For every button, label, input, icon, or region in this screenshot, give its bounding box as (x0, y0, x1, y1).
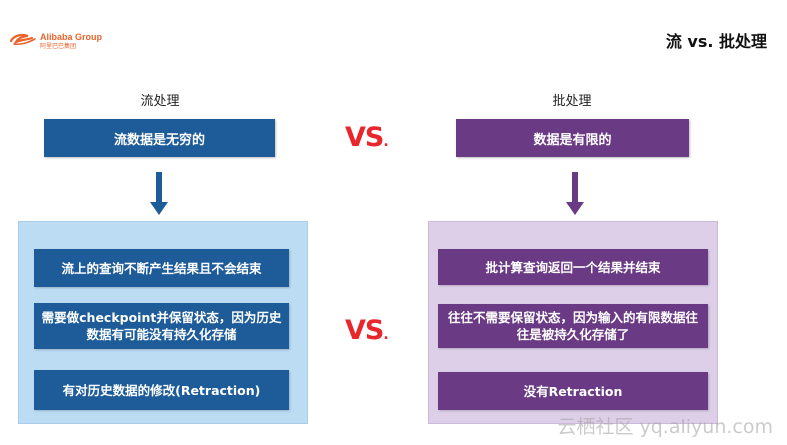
vs-label-middle: VS. (345, 315, 389, 346)
logo-text: Alibaba Group (40, 32, 103, 42)
down-arrow-icon (150, 172, 168, 215)
stream-item-2: 需要做checkpoint并保留状态，因为历史数据有可能没有持久化存储 (34, 303, 289, 349)
stream-processing-heading: 流处理 (140, 94, 180, 109)
down-arrow-icon (566, 172, 584, 215)
batch-item-1: 批计算查询返回一个结果并结束 (438, 249, 708, 285)
vs-text: VS (345, 315, 384, 346)
batch-item-3: 没有Retraction (438, 372, 708, 410)
slide-title: 流 vs. 批处理 (665, 32, 767, 51)
alibaba-logo: Alibaba Group 阿里巴巴集团 (8, 32, 118, 50)
vs-text: VS (345, 122, 384, 153)
batch-data-finite-box: 数据是有限的 (456, 119, 689, 157)
logo-subtext: 阿里巴巴集团 (40, 43, 77, 50)
watermark: 云栖社区 yq.aliyun.com (557, 416, 773, 438)
alibaba-logo-icon (9, 33, 36, 46)
stream-item-1: 流上的查询不断产生结果且不会结束 (34, 249, 289, 287)
stream-item-3: 有对历史数据的修改(Retraction) (34, 370, 289, 410)
vs-label-top: VS. (345, 122, 389, 153)
batch-processing-heading: 批处理 (552, 94, 592, 109)
batch-item-2: 往往不需要保留状态，因为输入的有限数据往往是被持久化存储了 (438, 304, 708, 348)
stream-data-infinite-box: 流数据是无穷的 (44, 119, 275, 157)
